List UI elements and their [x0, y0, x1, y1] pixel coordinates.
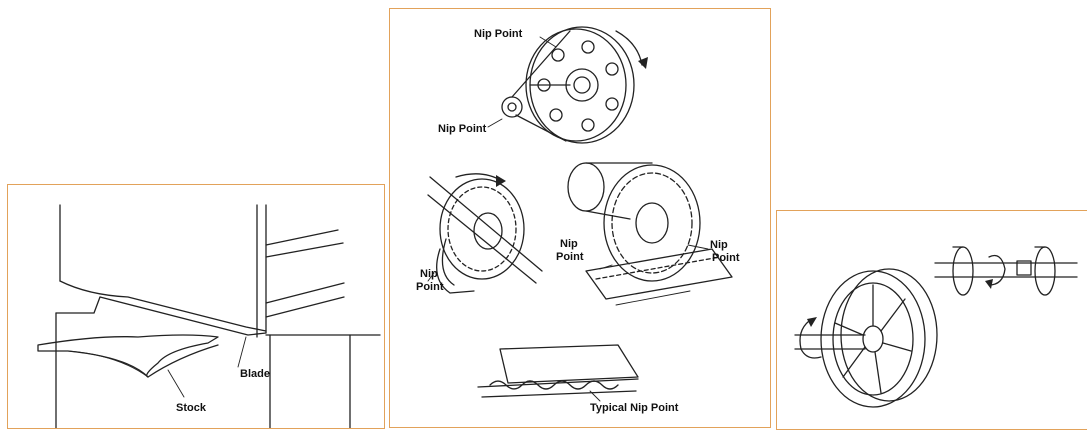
shear-blade-illustration: Blade Stock — [37, 204, 381, 428]
belt-nip-point-bottom-label: Nip Point — [438, 123, 487, 135]
conveyor-roller-illustration — [477, 344, 639, 402]
shear-hazard-panel: Blade Stock — [7, 184, 385, 429]
nip-point-illustrations: Nip Point Nip Point Nip Point — [416, 26, 740, 414]
rotating-parts-panel — [776, 210, 1087, 430]
chain-sprocket-illustration — [427, 173, 543, 294]
chain-nip-label-line2: Point — [416, 281, 444, 293]
gear-left-nip-label-line2: Point — [556, 251, 584, 263]
chain-nip-label-line1: Nip — [420, 268, 438, 280]
belt-nip-point-top-label: Nip Point — [474, 28, 523, 40]
gear-pair-illustration — [567, 162, 733, 306]
typical-nip-point-label: Typical Nip Point — [590, 402, 679, 414]
gear-right-nip-label-line1: Nip — [710, 239, 728, 251]
blade-label: Blade — [240, 368, 270, 380]
rotating-parts-illustration — [794, 246, 1078, 408]
stock-label: Stock — [176, 402, 207, 414]
gear-right-nip-label-line2: Point — [712, 252, 740, 264]
flywheel-illustration — [794, 268, 938, 408]
belt-pulley-illustration — [487, 26, 648, 144]
gear-left-nip-label-line1: Nip — [560, 238, 578, 250]
rotating-shaft-illustration — [934, 246, 1078, 296]
nip-point-panel: Nip Point Nip Point Nip Point — [389, 8, 771, 428]
